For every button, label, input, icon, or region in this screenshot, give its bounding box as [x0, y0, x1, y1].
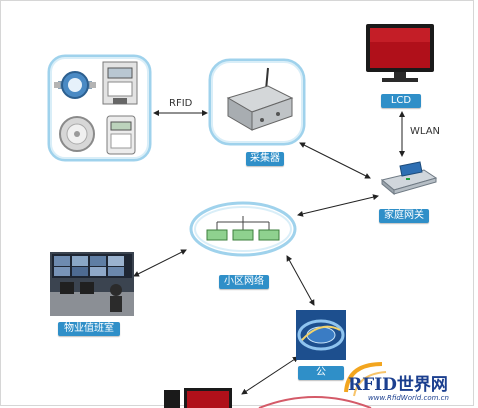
- energy-meter-icon: [106, 115, 136, 155]
- property-duty-room-label: 物业值班室: [58, 322, 120, 336]
- community-network-label: 小区网络: [219, 275, 269, 289]
- arrow-network-dutyroom: [133, 249, 187, 277]
- network-switch-icon: [206, 216, 280, 241]
- bottom-monitor-icon: [164, 388, 232, 408]
- rfid-connection-label: RFID: [169, 98, 193, 109]
- collector-label: 采集器: [246, 152, 284, 166]
- home-gateway-label: 家庭网关: [379, 209, 429, 223]
- lcd-label: LCD: [381, 94, 421, 108]
- watermark-url: www.RfidWorld.com.cn: [368, 394, 449, 402]
- community-network-node: [188, 200, 298, 258]
- water-meter-icon: [54, 71, 96, 99]
- collector-node: [208, 58, 306, 148]
- electric-meter-icon: [102, 61, 138, 105]
- arrow-server-bottom: [241, 356, 299, 395]
- arrow-network-server: [286, 255, 315, 306]
- arrow-collector-gateway: [299, 142, 371, 179]
- partial-bottom-label: 公: [298, 366, 344, 380]
- rfid-logo-swoosh: [344, 362, 387, 397]
- bottom-arc-icon: [258, 396, 372, 408]
- control-room-photo: [50, 252, 134, 316]
- smoke-detector-icon: [59, 116, 95, 152]
- lcd-monitor-icon: [366, 24, 434, 82]
- watermark: RFID世界网 www.RfidWorld.com.cn: [338, 358, 476, 408]
- wlan-connection-label: WLAN: [410, 126, 441, 137]
- server-disc-icon: [296, 310, 346, 360]
- collector-device-icon: [226, 67, 294, 131]
- gateway-router-icon: [380, 161, 438, 196]
- watermark-brand: RFID世界网: [348, 375, 448, 395]
- arrow-gateway-network: [297, 194, 379, 217]
- meters-group: [47, 54, 152, 162]
